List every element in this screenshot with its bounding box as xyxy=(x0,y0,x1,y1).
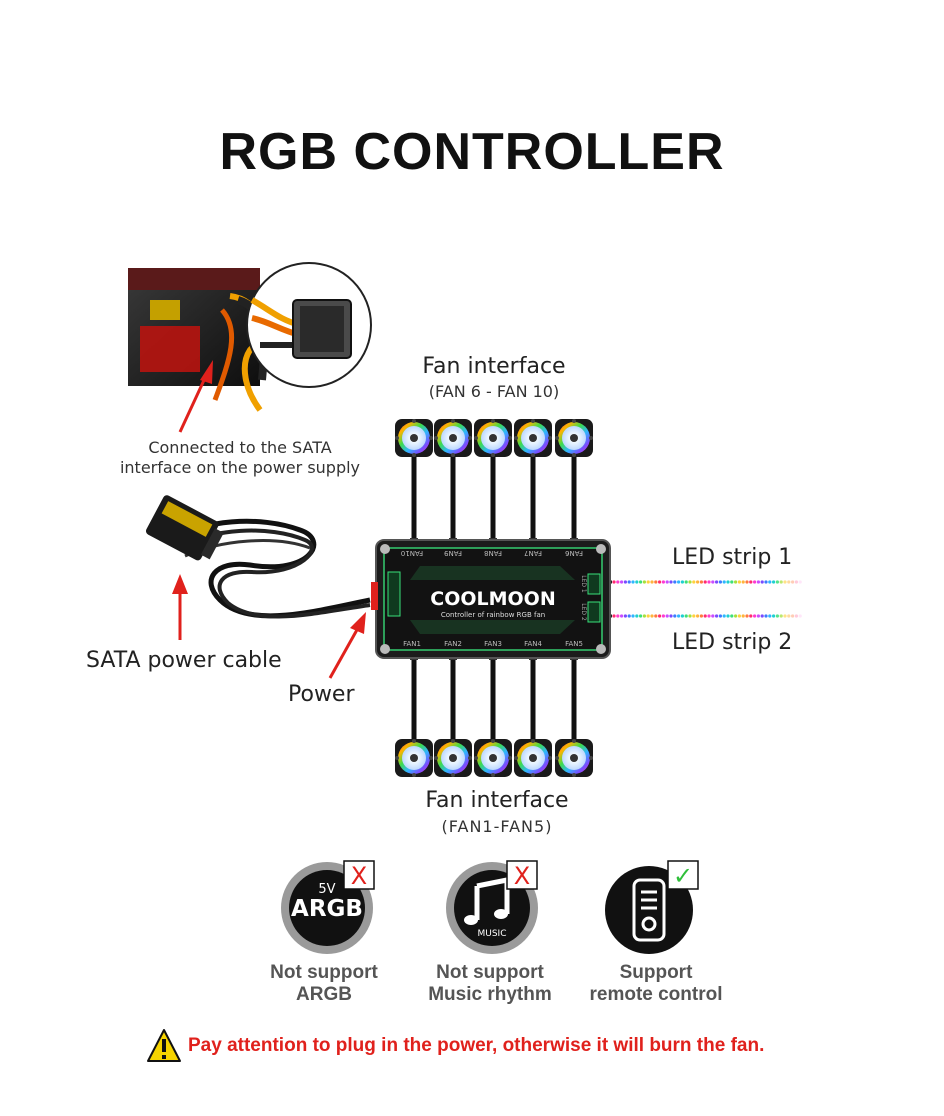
led-strip-2-label: LED strip 2 xyxy=(672,630,793,655)
power-label: Power xyxy=(288,682,355,707)
svg-text:MUSIC: MUSIC xyxy=(477,929,506,939)
rgb-fan-bottom-1 xyxy=(395,739,433,777)
fan-interface-bottom-label: Fan interface xyxy=(425,788,569,813)
controller-brand: COOLMOON xyxy=(430,588,555,610)
led-strips xyxy=(600,580,802,618)
port-label-fan6: FAN6 xyxy=(565,549,583,557)
svg-text:X: X xyxy=(514,862,530,890)
fan-cables-bottom xyxy=(410,652,578,742)
feature-icons: 5V ARGB X MUSIC X ✓ xyxy=(281,860,699,954)
svg-text:5V: 5V xyxy=(318,882,335,897)
fan-interface-top-range: (FAN 6 - FAN 10) xyxy=(428,382,560,401)
rgb-fan-bottom-3 xyxy=(474,739,512,777)
svg-text:✓: ✓ xyxy=(673,862,693,890)
remote-check-mark-icon: ✓ xyxy=(667,860,699,890)
side-port-led2: LED 2 xyxy=(580,603,587,621)
feature-music-label: Not support Music rhythm xyxy=(428,962,552,1005)
fan-interface-top-label: Fan interface xyxy=(422,354,566,379)
controller-box: COOLMOON Controller of rainbow RGB fan F… xyxy=(371,539,611,659)
led-strip-1-label: LED strip 1 xyxy=(672,545,793,570)
led-strip-2 xyxy=(600,614,802,618)
sata-cable-label: SATA power cable xyxy=(86,648,282,673)
port-label-fan4: FAN4 xyxy=(524,640,542,648)
rgb-fan-top-3 xyxy=(474,419,512,457)
power-arrow xyxy=(328,612,366,679)
side-port-led1: LED 1 xyxy=(580,575,587,593)
feature-remote-label: Support remote control xyxy=(589,962,723,1005)
warning-text: Pay attention to plug in the power, othe… xyxy=(188,1035,765,1056)
warning-icon xyxy=(147,1029,181,1062)
controller-subtitle: Controller of rainbow RGB fan xyxy=(441,611,545,619)
rgb-fan-bottom-4 xyxy=(514,739,552,777)
sata-cable-illustration xyxy=(146,495,371,619)
fans-bottom-row xyxy=(395,739,593,777)
fan-interface-bottom-range: (FAN1-FAN5) xyxy=(441,817,553,836)
port-label-fan5: FAN5 xyxy=(565,640,583,648)
top-port-labels: FAN10 FAN9 FAN8 FAN7 FAN6 xyxy=(401,549,583,557)
port-label-fan3: FAN3 xyxy=(484,640,502,648)
port-label-fan8: FAN8 xyxy=(484,549,502,557)
feature-argb-label: Not support ARGB xyxy=(270,962,378,1005)
port-label-fan1: FAN1 xyxy=(403,640,421,648)
rgb-fan-bottom-2 xyxy=(434,739,472,777)
port-label-fan10: FAN10 xyxy=(401,549,423,557)
svg-text:X: X xyxy=(351,862,367,890)
rgb-fan-top-2 xyxy=(434,419,472,457)
port-label-fan9: FAN9 xyxy=(444,549,462,557)
port-label-fan2: FAN2 xyxy=(444,640,462,648)
rgb-fan-bottom-5 xyxy=(555,739,593,777)
rgb-fan-top-1 xyxy=(395,419,433,457)
psu-illustration xyxy=(128,262,372,412)
psu-arrow xyxy=(178,360,213,433)
psu-label-line2: interface on the power supply xyxy=(119,458,361,477)
bottom-port-labels: FAN1 FAN2 FAN3 FAN4 FAN5 xyxy=(403,640,583,648)
argb-x-mark-icon: X xyxy=(343,860,375,890)
psu-label-line1: Connected to the SATA xyxy=(148,438,332,457)
port-label-fan7: FAN7 xyxy=(524,549,542,557)
fan-cables-top xyxy=(410,454,578,546)
music-x-mark-icon: X xyxy=(506,860,538,890)
sata-arrow xyxy=(172,574,188,640)
rgb-fan-top-5 xyxy=(555,419,593,457)
rgb-fan-top-4 xyxy=(514,419,552,457)
fans-top-row xyxy=(395,419,593,457)
led-strip-1 xyxy=(600,580,802,584)
svg-text:ARGB: ARGB xyxy=(291,896,363,922)
warning-banner: Pay attention to plug in the power, othe… xyxy=(146,1028,764,1064)
page-title: RGB CONTROLLER xyxy=(219,123,725,181)
